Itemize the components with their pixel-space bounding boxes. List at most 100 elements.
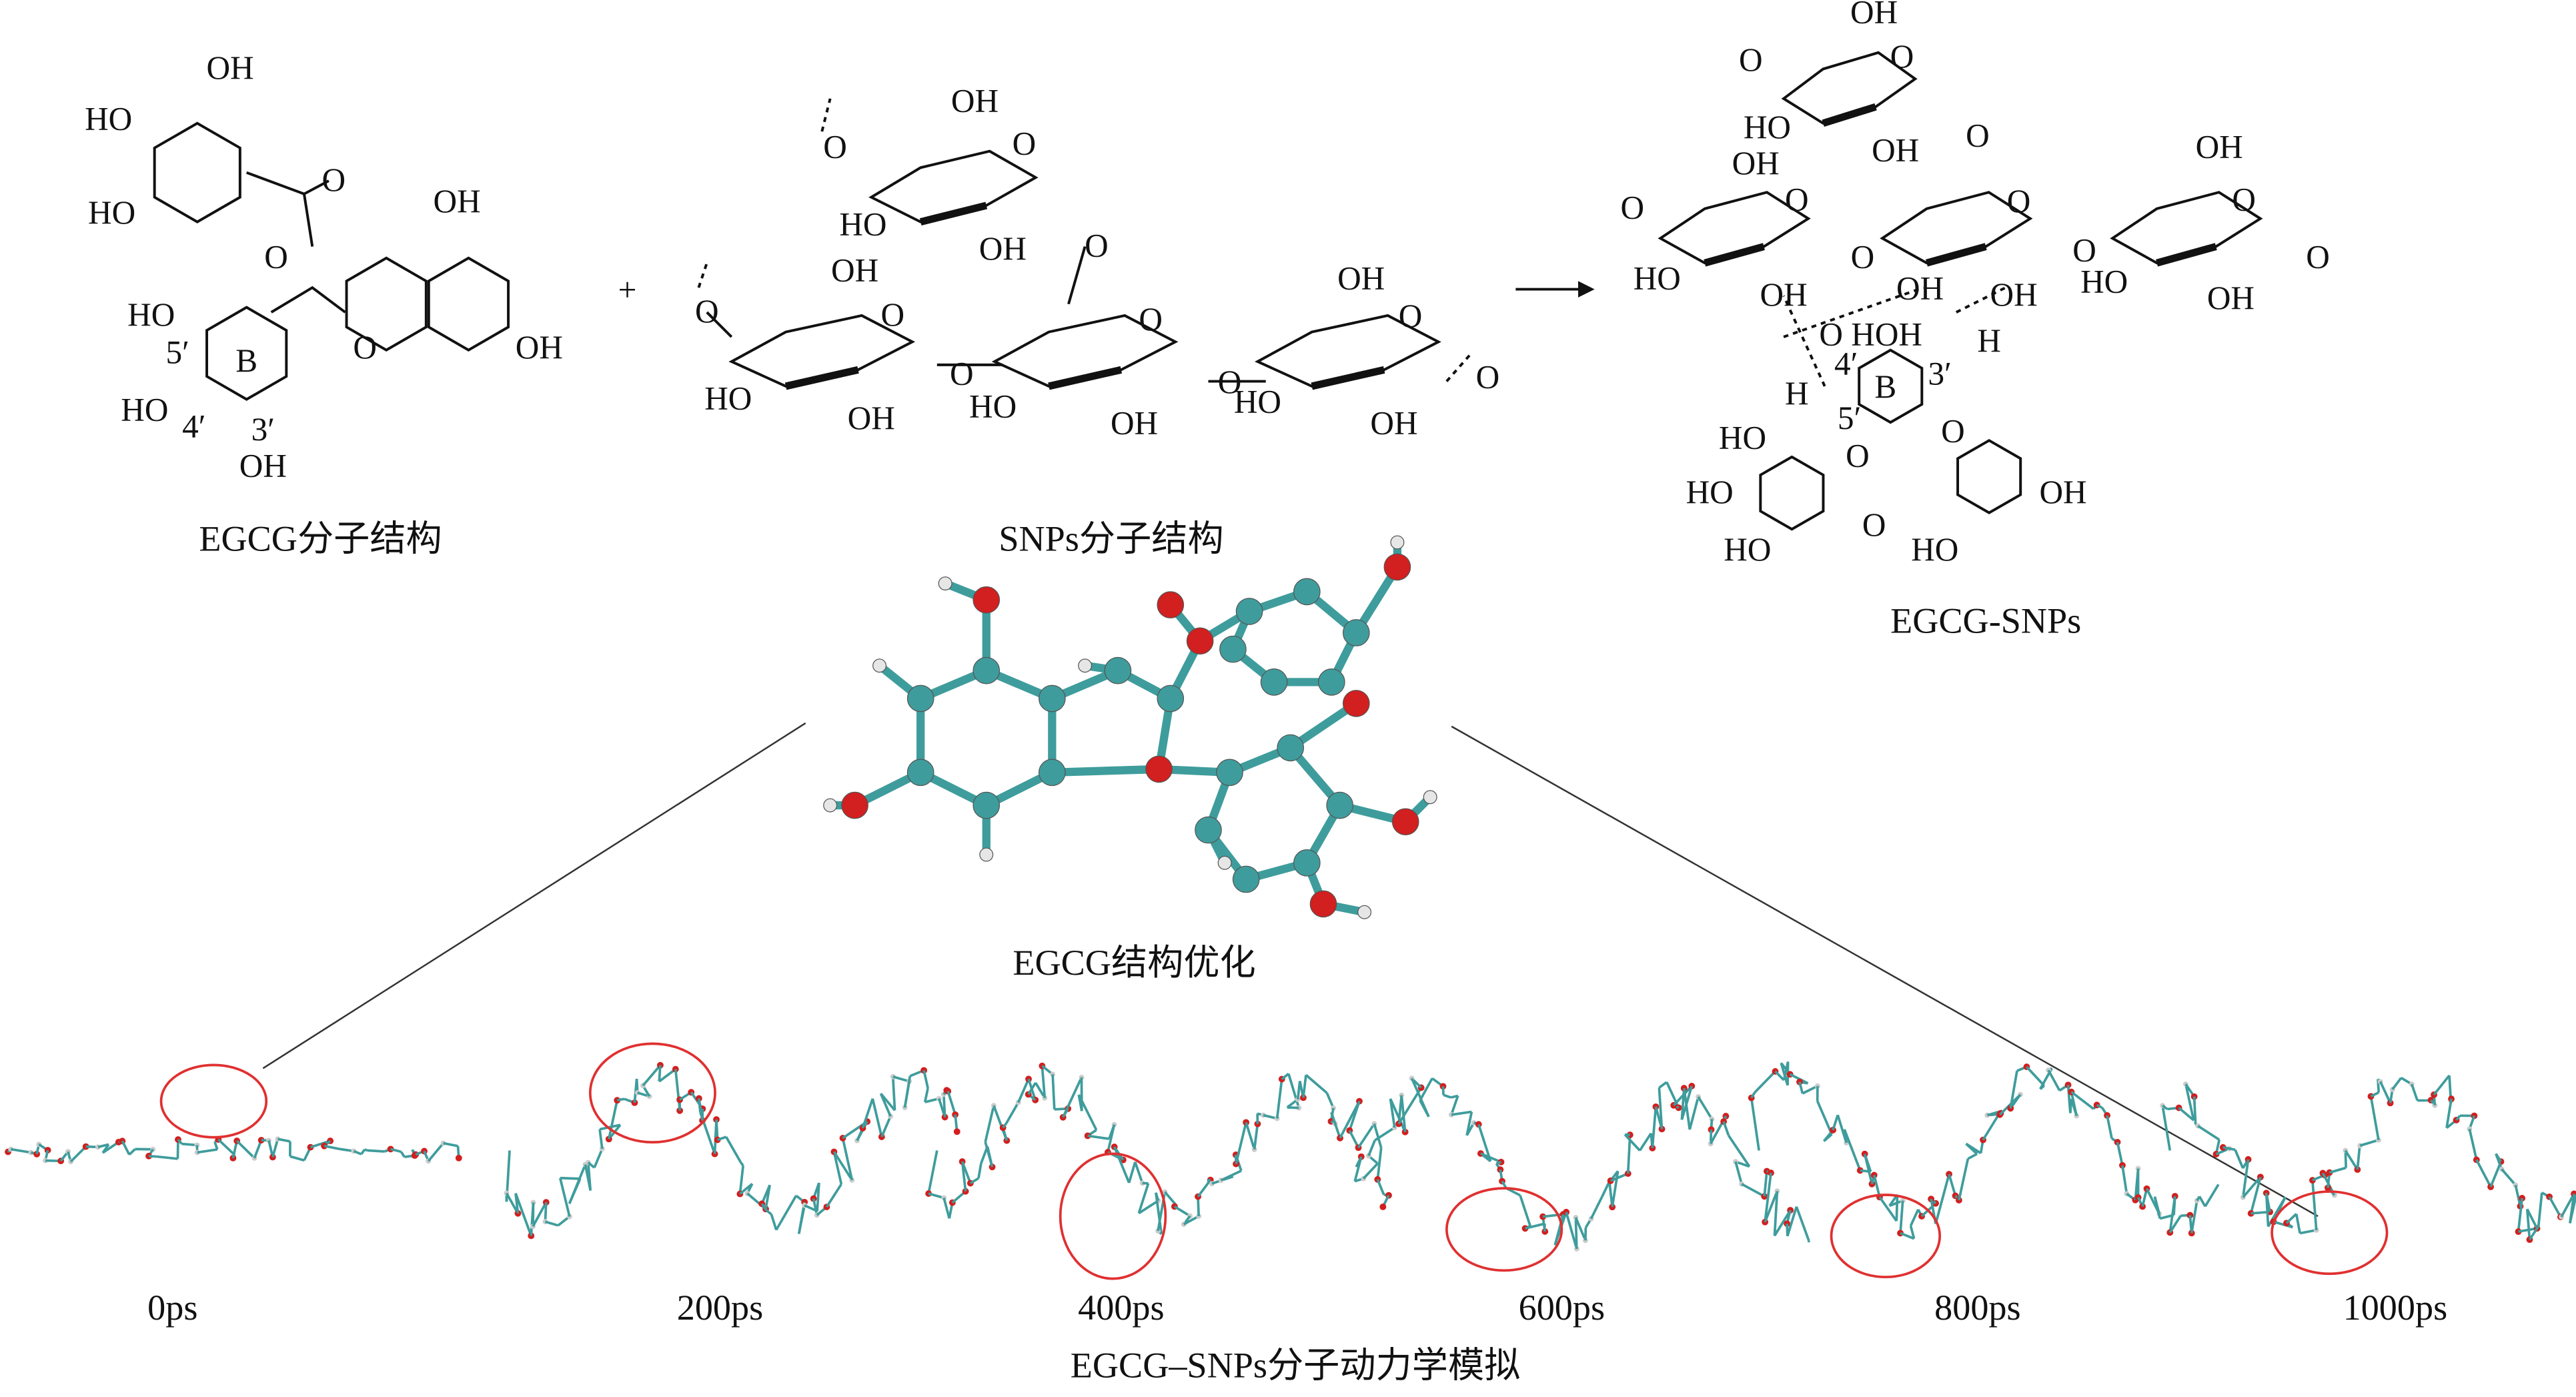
caption-complex: EGCG-SNPs xyxy=(1890,600,2081,640)
carbon-atom xyxy=(1038,684,1066,713)
atom-label: O xyxy=(2306,239,2330,276)
carbon-atom xyxy=(1157,684,1185,713)
atom-label: OH xyxy=(1872,131,1919,168)
atom-label: OH xyxy=(2039,474,2086,510)
ring-bond xyxy=(1759,455,1825,531)
bond-stick xyxy=(1052,765,1159,777)
atom-label: HO xyxy=(127,296,175,333)
atom-label: O xyxy=(950,355,974,392)
egcg-optimized-3d-model xyxy=(823,535,1437,919)
ring-wedge xyxy=(1048,366,1123,390)
atom-label: H xyxy=(1977,322,2001,359)
atom-label: O xyxy=(1941,413,1965,450)
atom-label: OH xyxy=(2207,280,2255,316)
oxygen-atom xyxy=(1391,808,1419,836)
md-frame-0ps: 0ps xyxy=(5,1063,462,1328)
atom-label: OH xyxy=(239,447,287,484)
ring-bond xyxy=(427,256,510,352)
egcg-highlight-circle xyxy=(1830,1194,1942,1279)
hydrogen-atom xyxy=(1357,905,1372,919)
ring-wedge xyxy=(1822,103,1877,127)
atom-label: OH xyxy=(1990,276,2038,313)
atom-label: O xyxy=(1846,438,1870,474)
hydrogen-atom xyxy=(872,658,887,673)
atom-label: HO xyxy=(704,380,752,416)
atom-label: O xyxy=(695,293,719,330)
carbon-atom xyxy=(1104,656,1132,684)
ring-wedge xyxy=(1311,366,1385,390)
oxygen-atom xyxy=(1157,591,1185,618)
atom-label: O xyxy=(2007,183,2031,219)
md-frame-600ps: 600ps xyxy=(1353,1075,1810,1328)
ring-bond xyxy=(1858,348,1924,424)
atom-label: O xyxy=(1013,125,1037,162)
carbon-atom xyxy=(1342,619,1370,646)
atom-label: O xyxy=(1476,358,1500,395)
atom-label: O xyxy=(1966,117,1990,153)
timepoint-label: 400ps xyxy=(1078,1288,1164,1328)
atom-label: O xyxy=(264,239,288,276)
atom-label: OH xyxy=(1732,145,1780,181)
atom-label: HO xyxy=(1724,531,1771,568)
hydrogen-atom xyxy=(1217,855,1232,870)
atom-label: HO xyxy=(2080,264,2128,300)
ring-wedge xyxy=(1926,243,1987,267)
timepoint-label: 600ps xyxy=(1519,1288,1605,1328)
carbon-atom xyxy=(1293,578,1321,606)
timepoint-label: 1000ps xyxy=(2343,1288,2448,1328)
oxygen-atom xyxy=(973,586,1001,614)
hydrogen-atom xyxy=(1423,790,1437,805)
atom-label: OH xyxy=(1337,260,1385,297)
atom-label: O xyxy=(1218,364,1242,400)
caption-egcg: EGCG分子结构 xyxy=(199,518,442,558)
atom-label: O xyxy=(1399,298,1423,334)
carbon-atom xyxy=(1219,635,1247,663)
oxygen-atom xyxy=(1145,755,1173,783)
atom-label: HO xyxy=(1634,260,1681,297)
atom-label: O xyxy=(353,329,377,366)
carbon-atom xyxy=(973,656,1001,684)
md-frame-200ps: 200ps xyxy=(504,1042,960,1328)
egcg-highlight-circle xyxy=(588,1042,716,1144)
atom-label: HO xyxy=(1719,420,1766,456)
atom-label: OH xyxy=(951,83,999,119)
atom-label: O xyxy=(322,161,346,198)
ring-wedge xyxy=(919,201,988,225)
carbon-atom xyxy=(1038,759,1066,787)
atom-label: OH xyxy=(206,49,253,86)
hydrogen-atom xyxy=(823,798,838,813)
carbon-atom xyxy=(1235,598,1263,625)
atom-label: HO xyxy=(1234,383,1281,420)
atom-label: OH xyxy=(1850,0,1898,30)
atom-label: O xyxy=(1851,239,1875,276)
atom-label: 5′ xyxy=(1838,400,1861,436)
ring-bond xyxy=(205,306,288,401)
ring-bond xyxy=(153,121,241,223)
carbon-atom xyxy=(1317,668,1345,696)
ring-bond xyxy=(1956,438,2022,514)
atom-label: O xyxy=(1621,189,1645,226)
timepoint-label: 200ps xyxy=(677,1288,763,1328)
atom-label: O xyxy=(2232,181,2256,217)
carbon-atom xyxy=(1326,791,1353,819)
carbon-atom xyxy=(1195,816,1222,844)
hydrogen-atom xyxy=(979,847,994,862)
oxygen-atom xyxy=(1342,690,1370,717)
zoom-connector-lines xyxy=(262,722,2319,1218)
carbon-atom xyxy=(906,684,934,713)
atom-label: 5′ xyxy=(165,334,189,370)
caption-snps: SNPs分子结构 xyxy=(999,518,1223,558)
egcg-highlight-circle xyxy=(159,1063,268,1139)
carbon-atom xyxy=(1232,865,1260,893)
ring-wedge xyxy=(1704,243,1765,267)
atom-label: HO xyxy=(88,194,135,231)
carbon-atom xyxy=(1260,668,1288,696)
atom-label: OH xyxy=(2196,129,2243,165)
timepoint-label: 800ps xyxy=(1934,1288,2020,1328)
oxygen-atom xyxy=(1309,890,1337,918)
atom-label: OH xyxy=(1760,276,1807,313)
hydrogen-atom xyxy=(1078,658,1093,673)
atom-label: HO xyxy=(1911,531,1958,568)
caption-optimization: EGCG结构优化 xyxy=(1013,943,1255,983)
